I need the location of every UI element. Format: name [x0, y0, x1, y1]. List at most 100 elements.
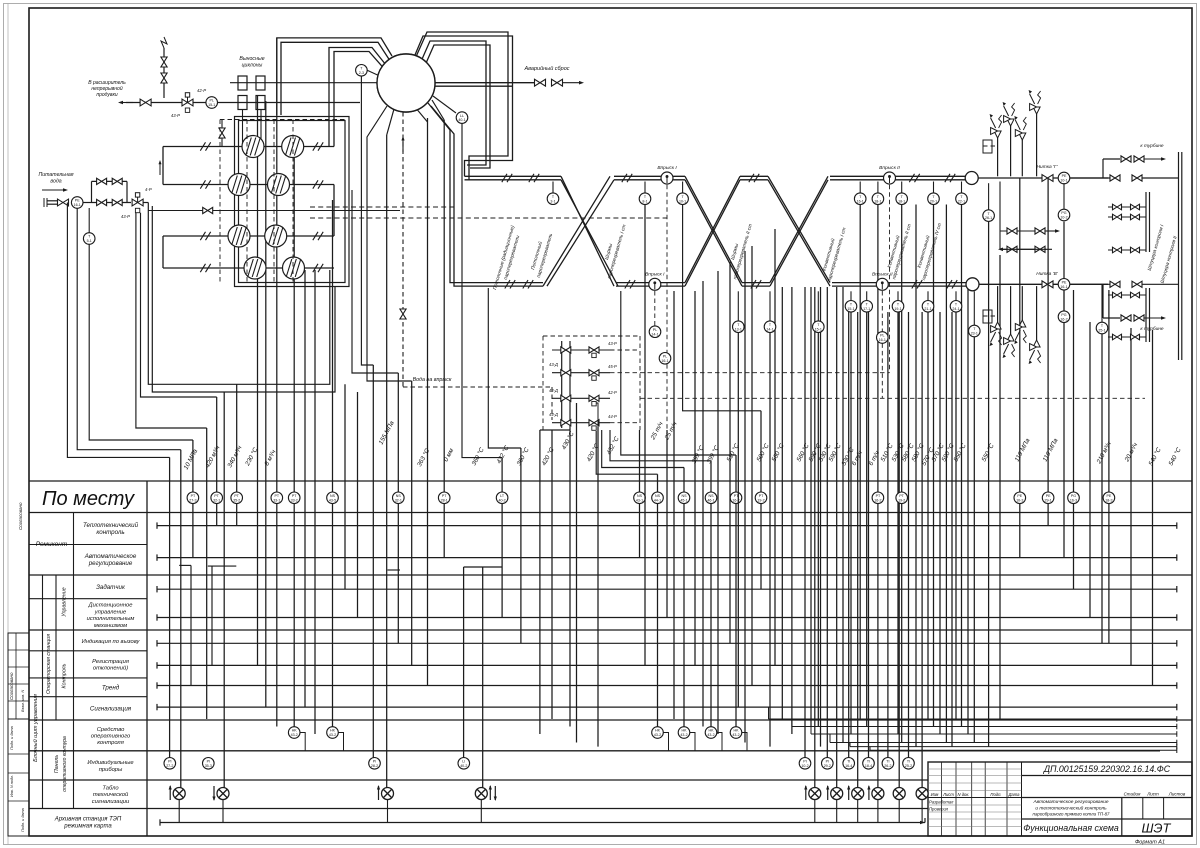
svg-text:PI: PI: [373, 760, 376, 764]
svg-text:16-4: 16-4: [845, 764, 852, 768]
svg-text:T: T: [1101, 324, 1104, 328]
svg-text:исполнительным: исполнительным: [87, 616, 135, 622]
svg-text:Стадия: Стадия: [1124, 792, 1141, 797]
svg-text:PL: PL: [209, 99, 213, 103]
svg-text:Управление: Управление: [62, 587, 68, 617]
svg-text:43-2: 43-2: [654, 733, 661, 737]
svg-text:40-2: 40-2: [460, 764, 467, 768]
svg-text:PL: PL: [663, 355, 667, 359]
svg-text:Тренд: Тренд: [102, 684, 120, 691]
svg-text:19-2: 19-2: [757, 498, 764, 502]
svg-text:T: T: [987, 212, 990, 216]
svg-text:T: T: [901, 195, 904, 199]
svg-text:Питательная: Питательная: [39, 172, 74, 178]
svg-text:приборы: приборы: [99, 767, 123, 773]
svg-text:Подп. и дата: Подп. и дата: [21, 808, 25, 832]
svg-text:16-1: 16-1: [879, 338, 886, 342]
svg-text:PT: PT: [876, 494, 881, 498]
svg-text:PE: PE: [1062, 174, 1067, 178]
svg-text:Теплотехнический: Теплотехнический: [83, 522, 139, 529]
svg-text:44-Р: 44-Р: [608, 414, 617, 419]
svg-text:TI: TI: [907, 760, 910, 764]
svg-text:Вода на впрыск: Вода на впрыск: [413, 377, 452, 383]
svg-text:T: T: [88, 235, 91, 239]
svg-text:HK: HK: [682, 729, 688, 733]
svg-text:46-1: 46-1: [707, 498, 714, 502]
svg-text:LT: LT: [500, 494, 505, 498]
svg-text:T: T: [866, 303, 869, 307]
svg-text:TI: TI: [886, 760, 889, 764]
svg-text:Табло: Табло: [102, 786, 119, 792]
svg-text:PT: PT: [292, 494, 297, 498]
svg-text:Инв. N подл.: Инв. N подл.: [10, 775, 14, 797]
svg-text:T: T: [737, 323, 740, 327]
svg-text:Дистанционное: Дистанционное: [88, 603, 134, 609]
svg-text:23-1: 23-1: [971, 332, 978, 336]
svg-text:Нитка 'В': Нитка 'В': [1036, 271, 1059, 277]
svg-text:16-2: 16-2: [1060, 317, 1067, 321]
svg-text:регулирование: регулирование: [88, 560, 133, 567]
svg-text:NS: NS: [709, 494, 715, 498]
svg-text:T: T: [932, 195, 935, 199]
svg-text:8-1: 8-1: [642, 199, 647, 203]
svg-text:Автоматическое: Автоматическое: [84, 553, 137, 560]
svg-text:технической: технической: [93, 791, 129, 798]
svg-text:Контроль: Контроль: [62, 663, 68, 688]
svg-text:22-1: 22-1: [958, 199, 965, 203]
svg-text:Сигнализация: Сигнализация: [90, 705, 132, 712]
svg-text:43-Р: 43-Р: [121, 214, 130, 219]
svg-text:T: T: [897, 303, 900, 307]
svg-text:44-1: 44-1: [654, 498, 661, 502]
svg-text:16-1: 16-1: [1060, 285, 1067, 289]
svg-text:контроля: контроля: [97, 740, 124, 746]
svg-text:оперативного контура: оперативного контура: [62, 736, 68, 792]
svg-text:16-3: 16-3: [1070, 498, 1077, 502]
svg-text:PL: PL: [653, 328, 657, 332]
svg-text:18-3: 18-3: [1105, 498, 1112, 502]
svg-text:Операторская станция: Операторская станция: [46, 634, 52, 694]
svg-text:TI: TI: [847, 760, 850, 764]
svg-text:25-2: 25-2: [905, 764, 912, 768]
svg-text:Лист: Лист: [1146, 792, 1159, 797]
svg-text:27-3: 27-3: [189, 498, 196, 502]
svg-text:N док.: N док.: [958, 792, 970, 797]
svg-text:26-1: 26-1: [985, 216, 992, 220]
svg-text:PG: PG: [1061, 313, 1066, 317]
svg-text:T: T: [681, 195, 684, 199]
svg-text:Архивная станция ТЭП: Архивная станция ТЭП: [54, 817, 122, 823]
svg-text:LI: LI: [462, 760, 465, 764]
svg-text:35-2: 35-2: [233, 498, 240, 502]
svg-text:10-2: 10-2: [1060, 216, 1067, 220]
svg-text:T: T: [552, 195, 555, 199]
svg-text:T: T: [973, 327, 976, 331]
svg-text:Взам. инв. N: Взам. инв. N: [21, 690, 25, 712]
svg-text:LL: LL: [460, 114, 464, 118]
svg-text:43-1: 43-1: [636, 498, 643, 502]
svg-text:отклонений): отклонений): [93, 665, 128, 672]
svg-text:Подп. и дата: Подп. и дата: [10, 726, 14, 750]
svg-text:18-4: 18-4: [865, 764, 872, 768]
svg-text:10-3: 10-3: [1016, 498, 1023, 502]
svg-text:28-1: 28-1: [441, 498, 448, 502]
svg-text:Выносные: Выносные: [239, 56, 264, 62]
svg-text:PE: PE: [75, 199, 80, 203]
svg-text:HK: HK: [709, 729, 715, 733]
svg-text:Лист: Лист: [942, 792, 954, 797]
svg-text:26-2: 26-2: [884, 764, 891, 768]
svg-text:Ремиконт: Ремиконт: [36, 541, 68, 548]
svg-text:Изм: Изм: [931, 792, 939, 797]
svg-text:PE: PE: [1017, 494, 1022, 498]
svg-text:PI: PI: [207, 760, 210, 764]
svg-text:T: T: [955, 303, 958, 307]
svg-text:вода: вода: [50, 179, 61, 185]
svg-text:PT: PT: [899, 494, 904, 498]
svg-text:43-2: 43-2: [732, 733, 739, 737]
svg-text:PT: PT: [759, 494, 764, 498]
svg-text:Впрыск I: Впрыск I: [657, 165, 677, 171]
svg-text:PL: PL: [880, 334, 884, 338]
svg-text:29-2: 29-2: [824, 764, 831, 768]
svg-text:ШЭТ: ШЭТ: [1142, 821, 1172, 836]
svg-text:В расширитель: В расширитель: [88, 80, 126, 86]
svg-text:43-2: 43-2: [329, 733, 336, 737]
svg-text:HK: HK: [655, 729, 661, 733]
